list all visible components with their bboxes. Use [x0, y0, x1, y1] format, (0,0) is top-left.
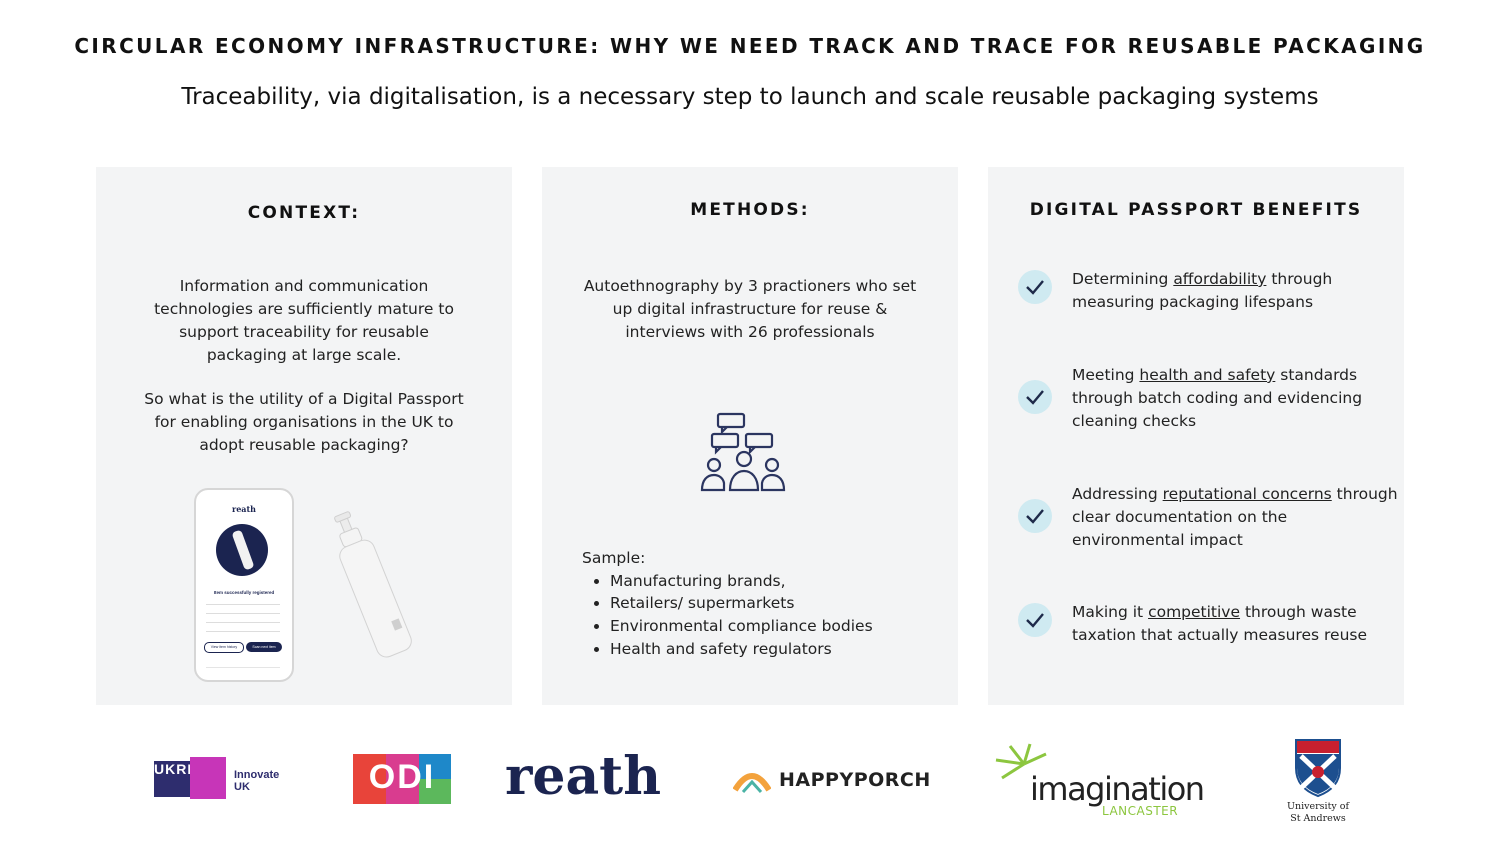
- phone-app-name: reath: [232, 504, 256, 514]
- benefits-panel: DIGITAL PASSPORT BENEFITS Determining af…: [988, 167, 1404, 705]
- list-item: Manufacturing brands,: [610, 570, 873, 593]
- people-discussion-icon: [700, 412, 786, 492]
- list-item: Environmental compliance bodies: [610, 615, 873, 638]
- benefit-text: Determining affordability through measur…: [1072, 270, 1333, 311]
- context-panel: CONTEXT: Information and communication t…: [96, 167, 512, 705]
- methods-panel: METHODS: Autoethnography by 3 practioner…: [542, 167, 958, 705]
- burst-icon: [995, 743, 1047, 780]
- sample-list: Manufacturing brands, Retailers/ superma…: [582, 570, 873, 661]
- list-item: Health and safety regulators: [610, 638, 873, 661]
- benefit-text: Meeting health and safety standards thro…: [1072, 366, 1363, 430]
- imagination-text: imagination: [1030, 770, 1205, 808]
- checkmark-icon: [1018, 380, 1052, 414]
- innovate-uk-block: [190, 757, 226, 799]
- phone-mockup-icon: reath Item successfully registered View …: [194, 488, 294, 682]
- page-title: CIRCULAR ECONOMY INFRASTRUCTURE: WHY WE …: [74, 34, 1426, 58]
- page-subtitle: Traceability, via digitalisation, is a n…: [181, 84, 1319, 110]
- phone-history-button[interactable]: View item history: [204, 642, 244, 653]
- phone-status-text: Item successfully registered: [213, 590, 275, 595]
- benefit-text: Addressing reputational concerns through…: [1072, 485, 1398, 549]
- odi-mark-text: ODI: [368, 758, 436, 796]
- sample-section: Sample: Manufacturing brands, Retailers/…: [582, 547, 873, 661]
- phone-scan-button[interactable]: Scan next item: [246, 642, 282, 652]
- happyporch-logo: HAPPYPORCH: [733, 766, 933, 800]
- checkmark-icon: [1018, 603, 1052, 637]
- odi-logo: ODI: [353, 754, 451, 804]
- context-heading: CONTEXT:: [247, 203, 361, 223]
- reath-logo: reath: [505, 746, 661, 807]
- phone-detail-lines: [206, 604, 280, 632]
- innovate-uk-text: Innovate UK: [234, 769, 280, 793]
- methods-heading: METHODS:: [690, 200, 810, 220]
- methods-description: Autoethnography by 3 practioners who set…: [583, 277, 917, 341]
- st-andrews-logo: University of St Andrews: [1283, 738, 1353, 828]
- checkmark-icon: [1018, 499, 1052, 533]
- benefits-heading: DIGITAL PASSPORT BENEFITS: [1029, 200, 1363, 220]
- happyporch-text: HAPPYPORCH: [779, 769, 931, 791]
- house-arc-icon: [733, 773, 771, 794]
- phone-nav-bar: [206, 667, 280, 674]
- context-paragraph-2: So what is the utility of a Digital Pass…: [144, 390, 464, 454]
- pump-bottle-icon: [334, 511, 412, 658]
- phone-product-circle: [216, 524, 268, 576]
- checkmark-icon: [1018, 270, 1052, 304]
- st-andrews-text: University of St Andrews: [1286, 801, 1350, 824]
- imagination-lancaster-logo: imagination LANCASTER: [990, 742, 1205, 822]
- lancaster-text: LANCASTER: [1102, 804, 1179, 818]
- crest-icon: [1295, 739, 1341, 798]
- innovate-uk-logo: UKRI Innovate UK: [154, 757, 284, 799]
- benefit-text: Making it competitive through waste taxa…: [1072, 603, 1368, 644]
- sample-label: Sample:: [582, 549, 646, 567]
- list-item: Retailers/ supermarkets: [610, 592, 873, 615]
- context-paragraph-1: Information and communication technologi…: [154, 277, 454, 364]
- ukri-mark: UKRI: [154, 761, 192, 797]
